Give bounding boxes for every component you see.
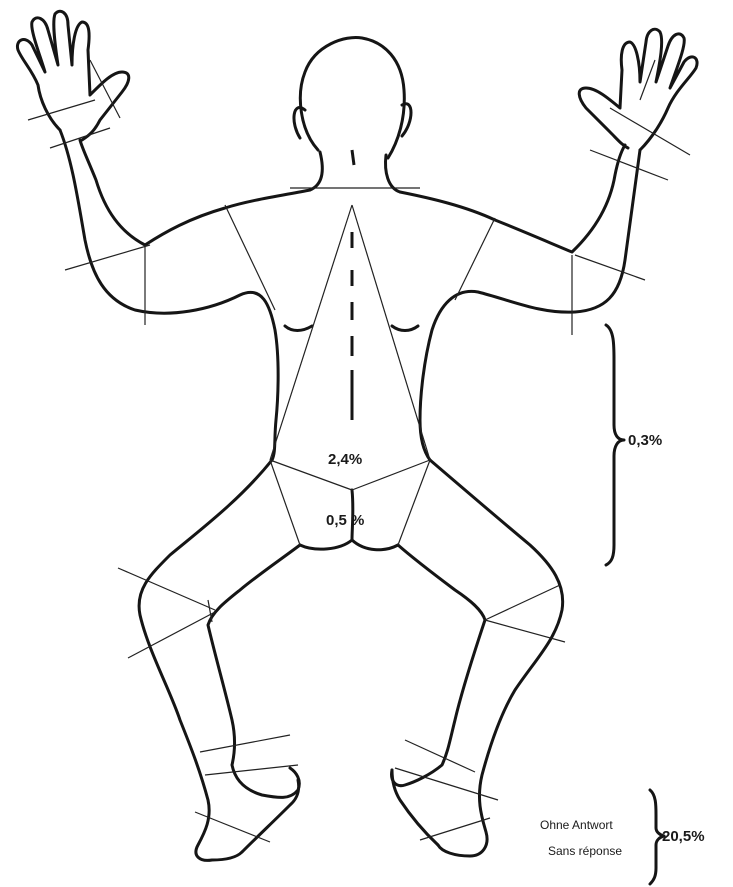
left-back-line xyxy=(270,205,352,460)
torso-right xyxy=(400,145,625,252)
right-knee-line xyxy=(485,620,565,642)
left-leg-inner xyxy=(208,545,300,797)
neck-right xyxy=(386,155,400,192)
left-leg-outer xyxy=(139,460,272,860)
right-back-line xyxy=(352,205,430,460)
right-leg-outer xyxy=(430,460,563,856)
left-ankle-line xyxy=(205,765,298,775)
right-foot-line xyxy=(420,818,490,840)
torso-left xyxy=(80,140,310,245)
left-thigh-line xyxy=(118,568,215,610)
right-scapula xyxy=(392,326,418,331)
spine-top xyxy=(352,150,354,165)
no-answer-french: Sans réponse xyxy=(548,844,622,858)
lower-back-percent: 2,4% xyxy=(328,451,362,468)
right-thigh-line xyxy=(485,585,560,620)
no-answer-percent: 20,5% xyxy=(662,828,705,845)
right-upperarm-line xyxy=(575,255,645,280)
left-wrist-line xyxy=(28,100,95,120)
left-scapula xyxy=(285,326,312,331)
side-bracket xyxy=(606,325,624,565)
side-bracket-percent: 0,3% xyxy=(628,432,662,449)
no-answer-german: Ohne Antwort xyxy=(540,818,613,832)
lumbar-right xyxy=(352,460,430,490)
right-shoulder-line xyxy=(455,218,495,300)
right-forearm-line xyxy=(590,150,668,180)
right-hand xyxy=(579,29,697,150)
head-outline xyxy=(300,37,404,158)
left-hand xyxy=(17,11,128,140)
right-arm-under xyxy=(420,150,640,460)
neck-left xyxy=(310,152,322,190)
left-upperarm-line xyxy=(65,245,150,270)
right-leg-inner xyxy=(392,545,485,786)
left-arm-under xyxy=(60,130,278,460)
buttocks-outline xyxy=(300,540,398,550)
buttocks-percent: 0,5 % xyxy=(326,512,364,529)
hip-right xyxy=(398,460,430,545)
hip-left xyxy=(270,460,300,545)
left-shoulder-line xyxy=(225,205,275,310)
left-shin-line xyxy=(200,735,290,752)
